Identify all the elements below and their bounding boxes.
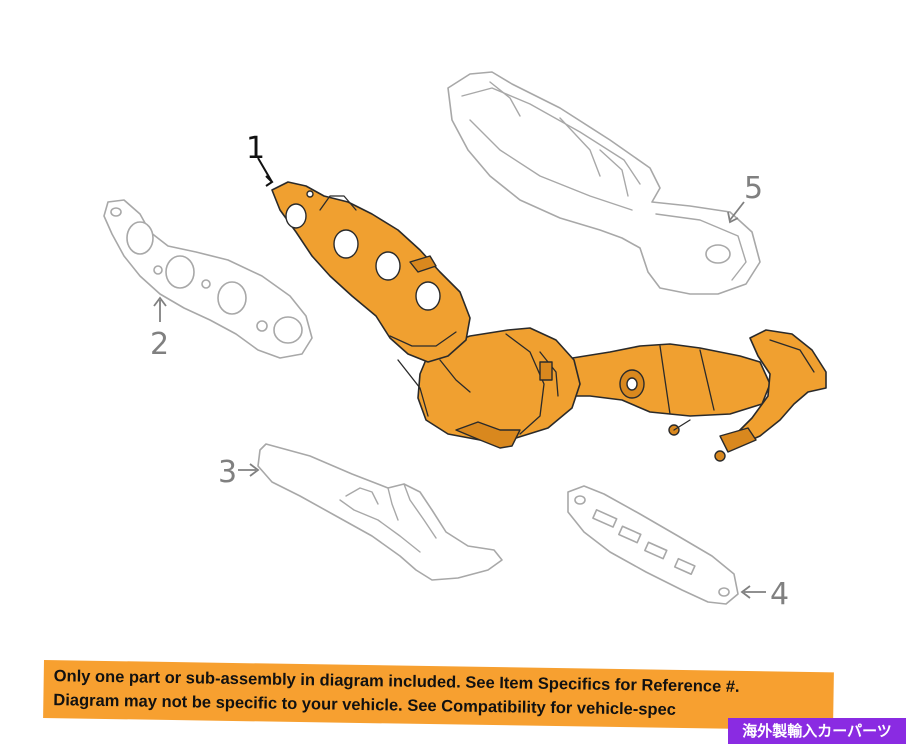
leader-1	[257, 157, 273, 183]
seller-badge: 海外製輸入カーパーツ	[728, 718, 906, 744]
exhaust-manifold-catalytic-converter-part-1[interactable]	[271, 181, 827, 462]
manifold-gasket-part-2[interactable]	[103, 199, 313, 359]
heat-shield-lower-part-3[interactable]	[257, 443, 503, 581]
exhaust-parts-diagram: 1 2 3 4 5	[103, 71, 827, 612]
leader-5	[729, 201, 745, 221]
callout-1: 1	[246, 131, 265, 166]
leader-3-arrow	[249, 463, 260, 477]
heat-shield-upper-part-5[interactable]	[447, 71, 761, 295]
callout-2: 2	[150, 327, 169, 362]
leader-1-arrow	[265, 175, 274, 187]
callout-4: 4	[770, 577, 789, 612]
callout-3: 3	[218, 455, 237, 490]
leader-2-arrow	[153, 296, 167, 307]
callout-5: 5	[744, 171, 763, 206]
leader-5-arrow	[727, 211, 739, 224]
leader-4-arrow	[740, 585, 751, 599]
notice-banner: Only one part or sub-assembly in diagram…	[43, 660, 834, 731]
outlet-gasket-part-4[interactable]	[567, 485, 739, 605]
